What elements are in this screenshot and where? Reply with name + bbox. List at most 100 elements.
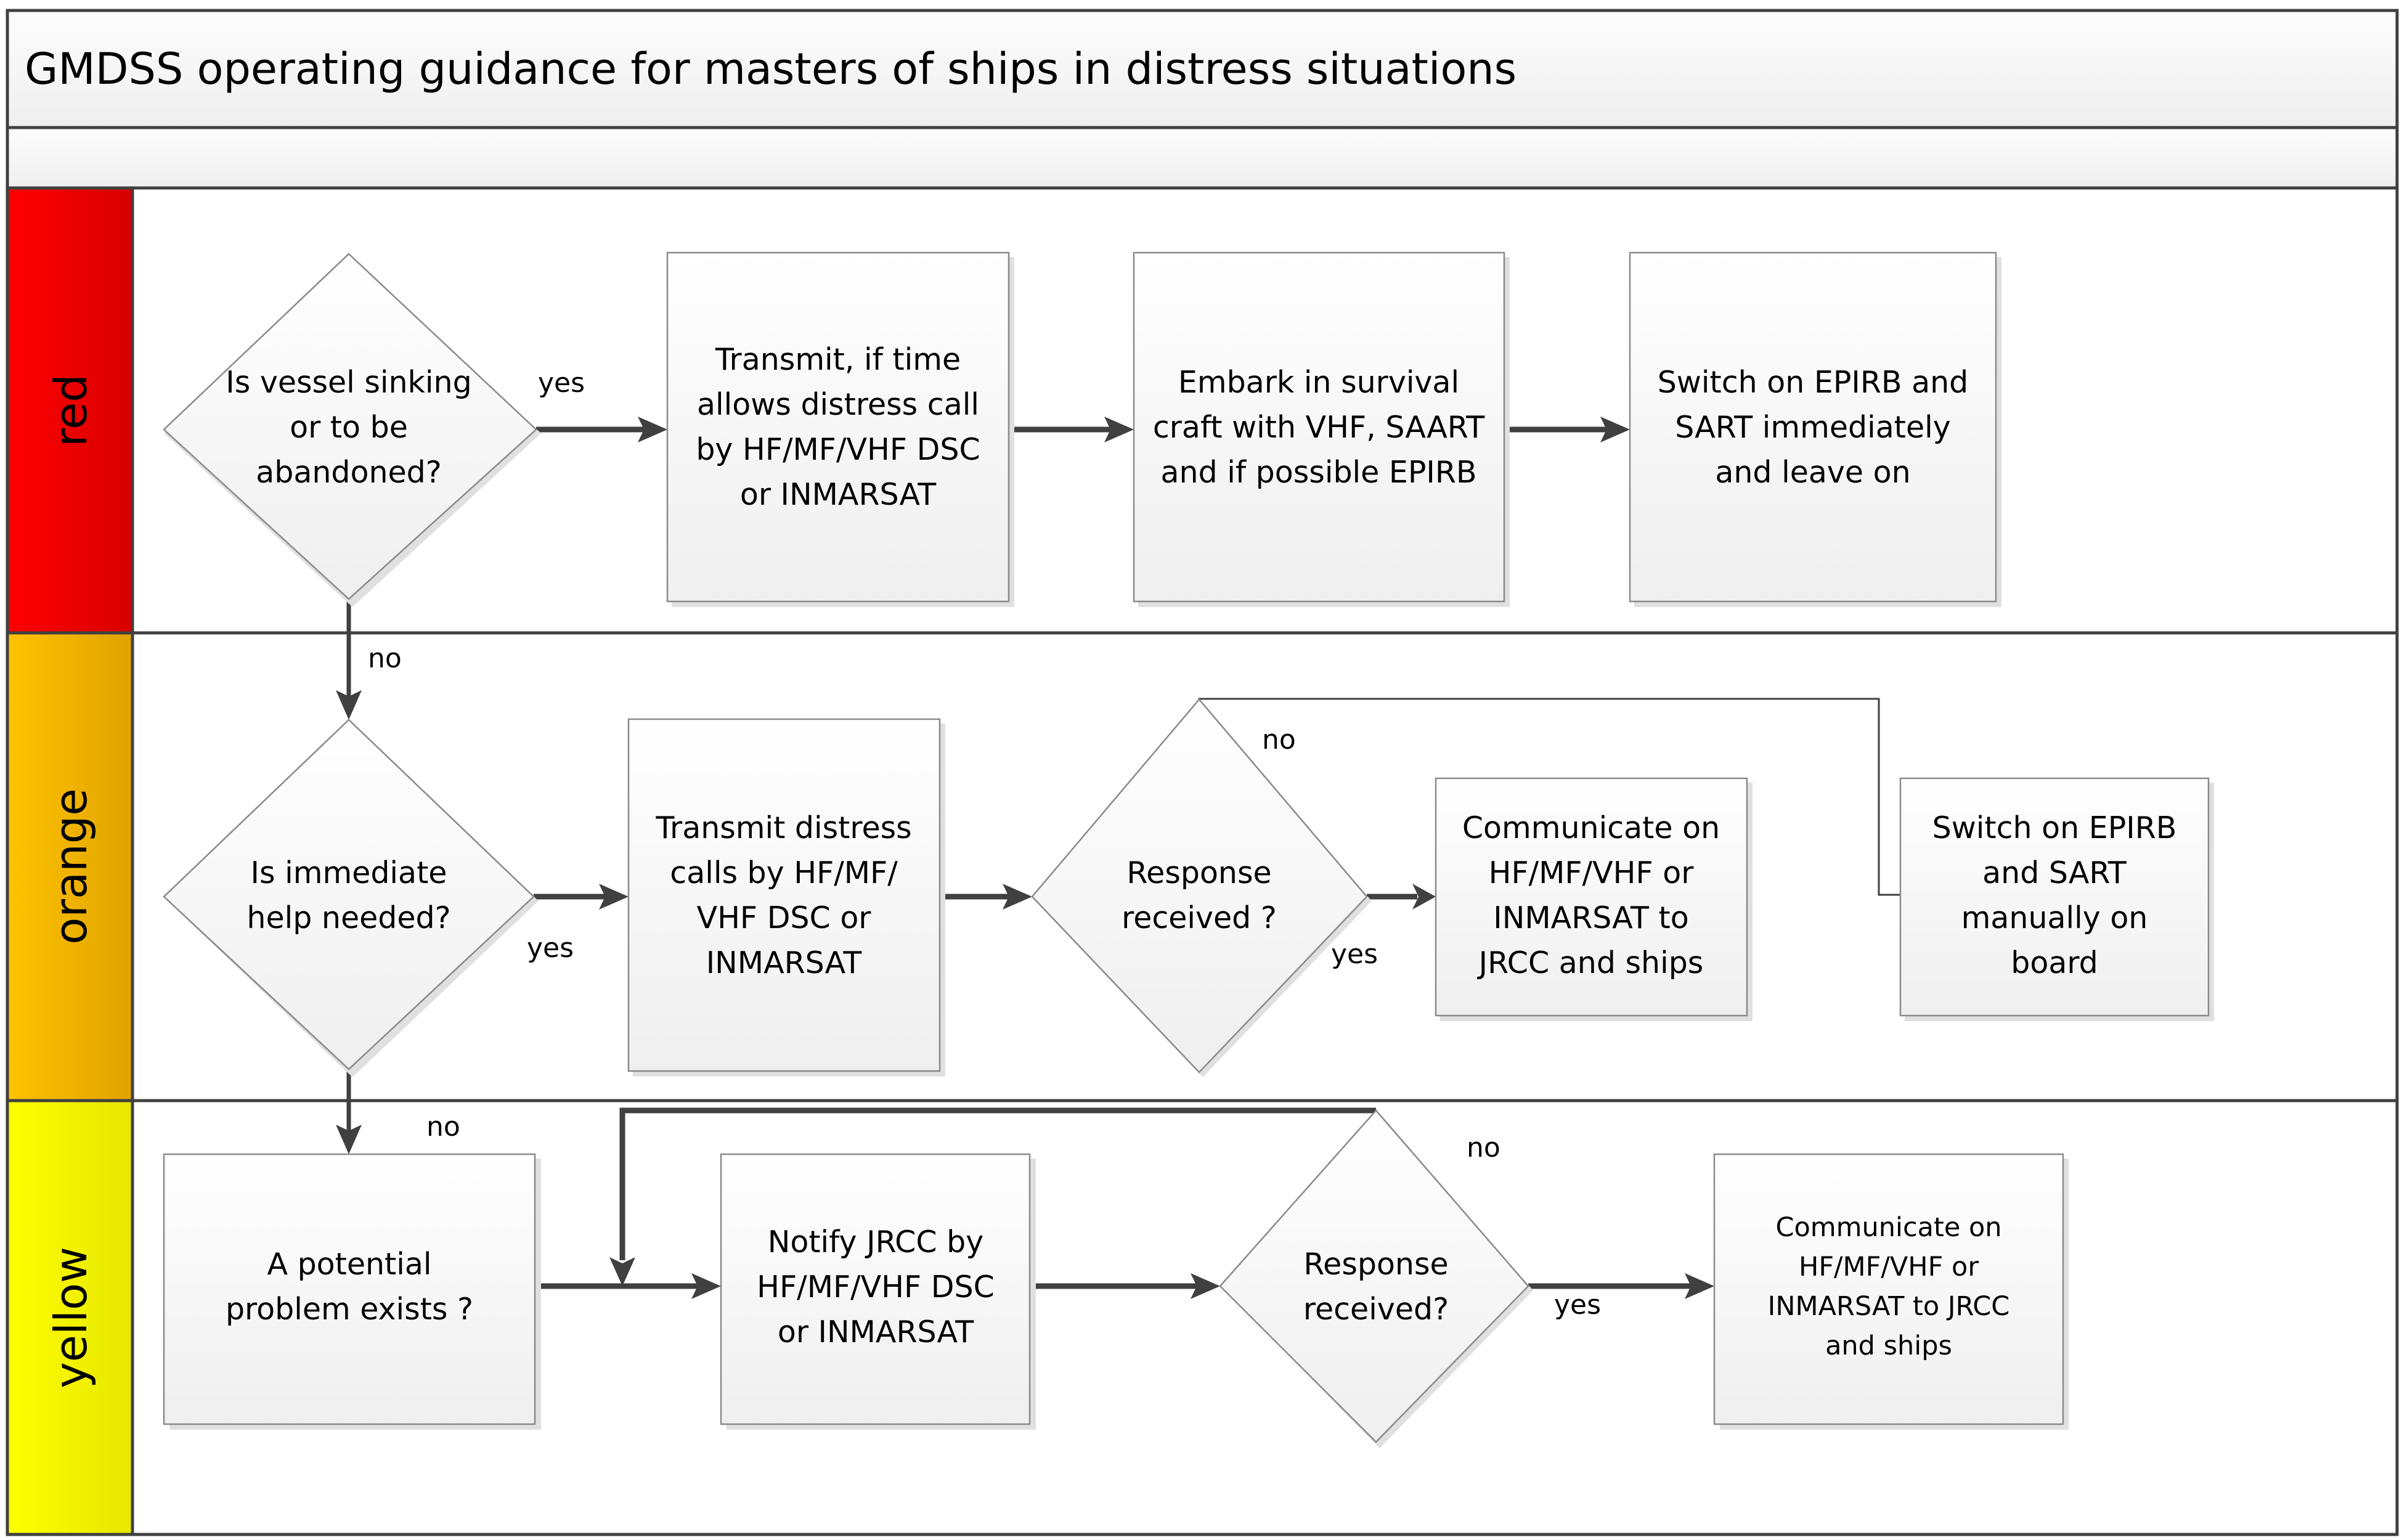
process-potential-problem[interactable]: A potential problem exists ? [163, 1153, 541, 1430]
node-text-line: HF/MF/VHF or [1489, 855, 1695, 890]
process-shape [1713, 1153, 2064, 1425]
arrowhead-icon [638, 417, 667, 442]
process-shape [1899, 777, 2210, 1017]
node-text-line: by HF/MF/VHF DSC [696, 432, 980, 467]
process-shape [666, 251, 1010, 603]
arrowhead-icon [1003, 884, 1032, 910]
arrowhead-icon [1104, 417, 1134, 442]
node-text-line: abandoned? [256, 455, 442, 490]
node-text-line: board [2011, 945, 2098, 980]
process-shape [163, 1153, 536, 1425]
process-switch-manually[interactable]: Switch on EPIRB and SART manually on board [1899, 777, 2214, 1021]
node-text-line: HF/MF/VHF or [1799, 1252, 1979, 1282]
arrowhead-icon [336, 1125, 362, 1154]
title-band [6, 9, 2399, 129]
node-text-line: INMARSAT to JRCC [1768, 1291, 2010, 1322]
node-text-line: SART immediately [1675, 410, 1950, 445]
node-text-line: Notify JRCC by [768, 1224, 984, 1260]
node-text-line: Communicate on [1775, 1212, 2001, 1243]
node-text-line: Switch on EPIRB and [1658, 365, 1969, 400]
decision-shape [163, 719, 535, 1070]
decision-shape [1031, 698, 1368, 1074]
node-text-line: Transmit, if time [715, 342, 961, 377]
node-text-line: received ? [1122, 900, 1277, 935]
node-text-line: problem exists ? [226, 1292, 473, 1327]
subtitle-band [6, 126, 2399, 190]
node-text-line: and SART [1982, 855, 2127, 890]
edge-label-orange-yes: yes [527, 932, 574, 964]
process-transmit-distress[interactable]: Transmit distress calls by HF/MF/VHF DSC … [627, 718, 945, 1077]
lane-red-label: red [45, 374, 97, 447]
arrowhead-icon [609, 1257, 635, 1286]
edge-label-orange-no: no [426, 1111, 460, 1143]
process-shape [1629, 251, 1997, 603]
arrowhead-icon [691, 1273, 721, 1299]
node-text-line: INMARSAT to [1493, 900, 1688, 935]
process-shape [1435, 777, 1748, 1017]
decision-shape [1219, 1109, 1529, 1443]
process-shape [1133, 251, 1505, 603]
lane-yellow-label: yellow [45, 1247, 97, 1388]
node-text-line: JRCC and ships [1477, 945, 1704, 980]
node-text-line: received? [1303, 1292, 1449, 1327]
arrowhead-icon [1412, 884, 1436, 910]
node-text-line: Is immediate [251, 855, 447, 890]
node-text-line: or INMARSAT [778, 1314, 974, 1350]
lane-red-header [7, 188, 132, 633]
diagram-title: GMDSS operating guidance for masters of … [25, 44, 1517, 94]
decision-shape [163, 253, 537, 600]
process-shape [720, 1153, 1031, 1425]
connectors [336, 417, 1900, 1299]
node-text-line: or INMARSAT [740, 477, 937, 512]
node-text-line: and if possible EPIRB [1160, 455, 1476, 490]
lane-red: red [7, 188, 132, 633]
node-text-line: Is vessel sinking [226, 365, 471, 400]
edge-label-yellow-response-yes: yes [1554, 1289, 1601, 1321]
process-shape [627, 718, 941, 1072]
connector-yellow-response-no [619, 1107, 1376, 1260]
arrowhead-icon [336, 690, 362, 720]
node-text-line: Response [1126, 855, 1271, 890]
lane-orange: orange [7, 633, 132, 1101]
process-communicate-yellow[interactable]: Communicate on HF/MF/VHF or INMARSAT to JR… [1713, 1153, 2069, 1430]
node-text-line: and ships [1825, 1330, 1952, 1361]
decision-immediate-help[interactable]: Is immediate help needed? [163, 719, 539, 1077]
node-text-line: VHF DSC or [697, 900, 872, 935]
edge-label-orange-response-no: no [1262, 724, 1296, 756]
edge-label-yellow-response-no: no [1467, 1132, 1500, 1163]
edge-label-orange-response-yes: yes [1331, 939, 1378, 970]
node-text-line: manually on [1961, 900, 2148, 935]
process-notify-jrcc[interactable]: Notify JRCC by HF/MF/VHF DSC or INMARSAT [720, 1153, 1036, 1430]
edge-label-red-yes: yes [538, 367, 585, 399]
diagram-frame-border [6, 9, 2399, 1536]
node-text-line: calls by HF/MF/ [670, 855, 898, 890]
node-text-line: HF/MF/VHF DSC [757, 1269, 995, 1305]
edge-label-red-no: no [368, 643, 402, 674]
decision-response-received-orange[interactable]: Response received ? [1031, 698, 1372, 1077]
arrowhead-icon [599, 884, 629, 910]
node-text-line: A potential [267, 1247, 431, 1282]
node-text-line: and leave on [1715, 455, 1910, 490]
node-text-line: help needed? [246, 900, 450, 935]
node-text-line: Switch on EPIRB [1932, 810, 2177, 845]
node-text-line: Transmit distress [655, 810, 911, 845]
node-text-line: craft with VHF, SAART [1153, 410, 1485, 445]
